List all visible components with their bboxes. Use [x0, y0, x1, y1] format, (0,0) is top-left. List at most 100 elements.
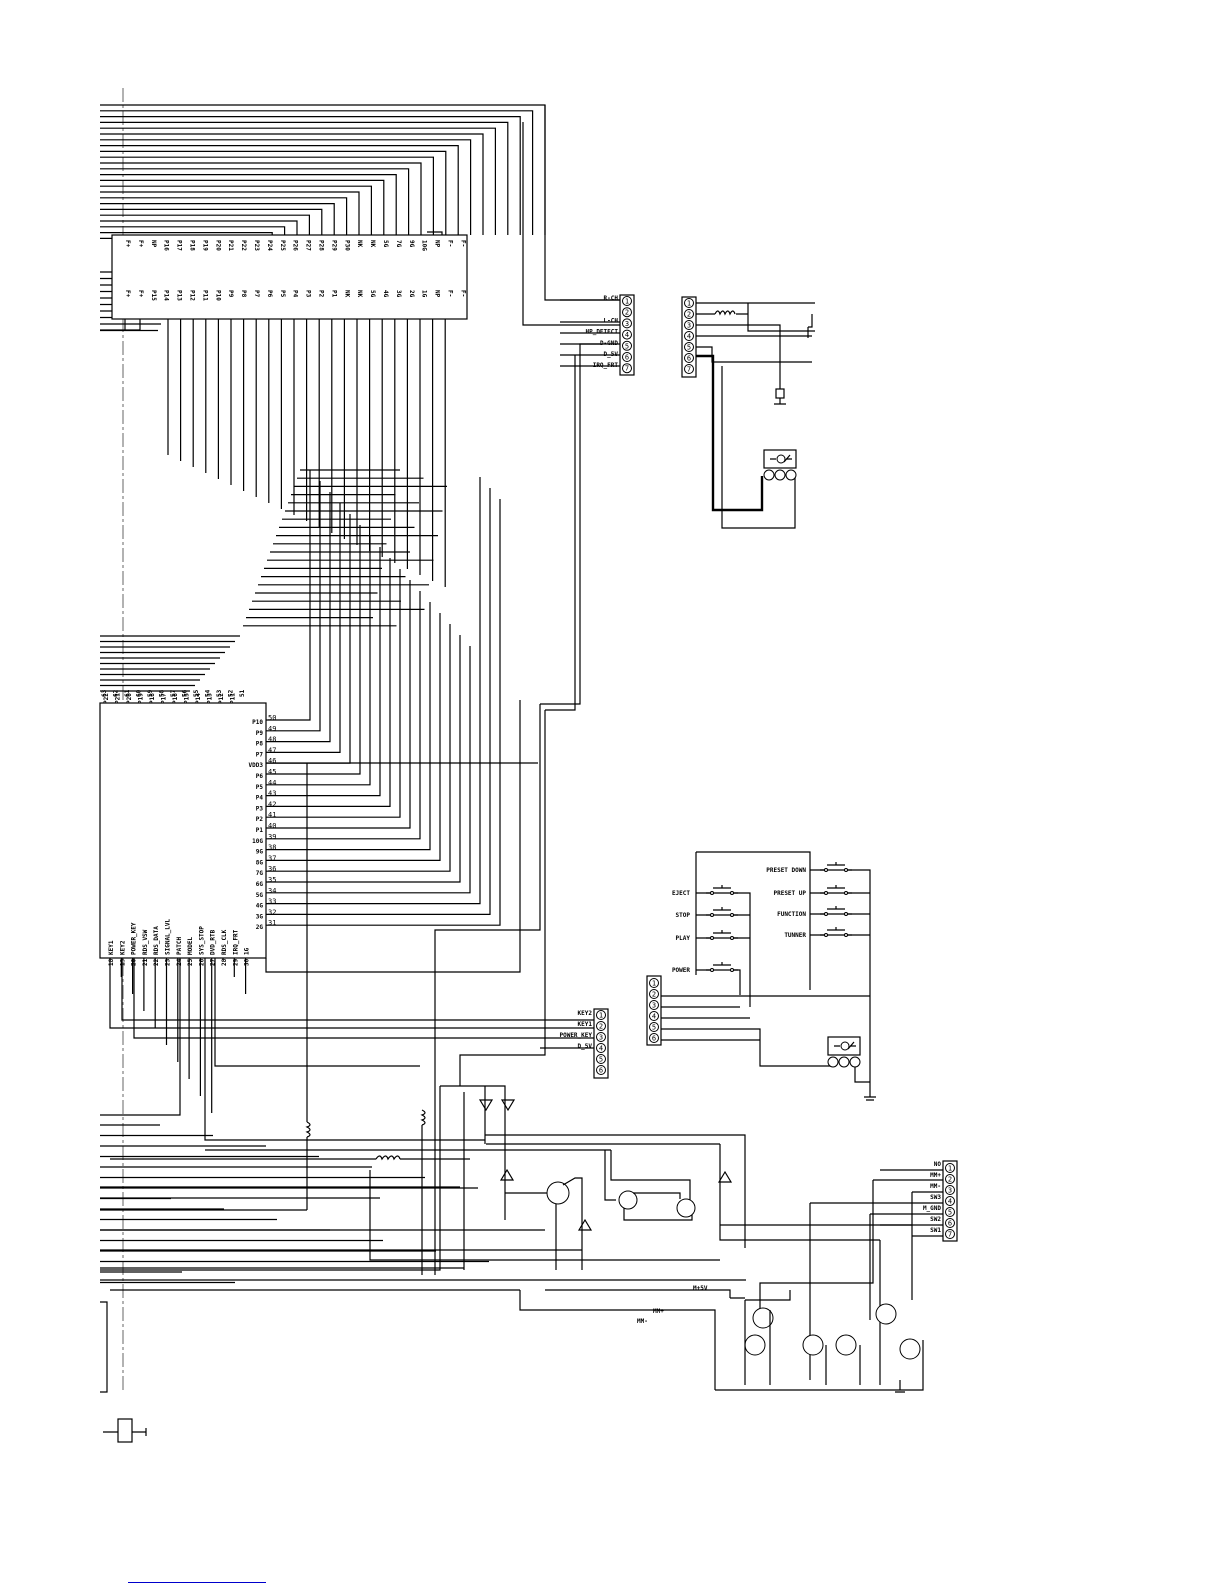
mcu-right-pin-label: 6G [256, 881, 264, 888]
pin-number: 4 [625, 331, 629, 339]
top-connector-pin-label: P2 [318, 290, 325, 298]
pin-number: 2 [948, 1176, 952, 1184]
mcu-right-pin-label: P9 [256, 730, 264, 737]
switch-contact [824, 933, 828, 937]
mcu-top-pin-number: 56 [182, 689, 189, 697]
mcu-bottom-pin-label: RDS_CLK [221, 929, 228, 955]
mcu-bottom-pin-number: 22 [153, 958, 160, 966]
top-connector-pin-label: 3G [395, 290, 402, 298]
inductor-symbol [305, 763, 311, 1210]
mcu-right-pins: P10P9P8P7VDD3P6P5P4P3P2P110G9G8G7G6G5G4G… [249, 714, 277, 931]
pin-circle [684, 364, 694, 374]
switch-contact [844, 933, 848, 937]
pin-number: 7 [625, 365, 629, 373]
mcu-bottom-pin-label: IRQ_FRT [232, 929, 239, 955]
pin-number: 3 [687, 322, 691, 330]
motor-connector-label: SW1 [930, 1227, 941, 1234]
top-connector-pin-label: P3 [305, 290, 312, 298]
mcu-bottom-pin-number: 23 [165, 958, 172, 966]
switch-contact [844, 868, 848, 872]
mcu-top-pin-number: 63 [101, 689, 108, 697]
pin-number: 3 [652, 1002, 656, 1010]
pin-circle [945, 1207, 955, 1217]
mcu-bottom-pin-number: 21 [142, 958, 149, 966]
power-section [110, 763, 912, 1275]
net-label-mmminus: MM- [637, 1318, 648, 1325]
mcu-right-pin-number: 34 [268, 887, 276, 895]
mcu-top-pin-label: P19 [138, 693, 145, 704]
mcu-right-pin-label: P1 [256, 827, 264, 834]
top-connector-pin-label: 4G [382, 290, 389, 298]
left-bracket [100, 1301, 108, 1393]
mcu-top-pin-label: P18 [149, 693, 156, 704]
motor-connector-label: SW3 [930, 1194, 941, 1201]
top-connector-pin-label: 9G [408, 240, 415, 248]
mcu-bottom-pin-number: 26 [198, 958, 205, 966]
key-connector-label: KEY2 [578, 1010, 593, 1017]
pin-circle [596, 1032, 606, 1042]
switch-contact [824, 868, 828, 872]
mcu-right-pin-number: 49 [268, 725, 276, 733]
net-label-m5v: M+5V [693, 1285, 708, 1292]
pin-circle [622, 363, 632, 374]
mcu-right-pin-label: P4 [256, 795, 264, 802]
mcu-bottom-pin-label: 1G [244, 947, 251, 955]
pin-circle [622, 296, 632, 306]
top-connector-pin-label: P5 [279, 290, 286, 298]
top-connector-pin-label: 10G [421, 240, 428, 251]
top-connector-pin-label: P7 [253, 290, 260, 298]
pin-number: 4 [652, 1013, 656, 1021]
motor-connector-label: NO [934, 1161, 942, 1168]
top-connector-pin-label: 2G [408, 290, 415, 298]
pin-circle [649, 1011, 659, 1021]
mcu-right-pin-number: 41 [268, 811, 276, 819]
pin-circle [684, 298, 694, 308]
switch-label: PLAY [676, 935, 691, 942]
key-connector-label: KEY1 [578, 1021, 593, 1028]
mcu-bottom-pin-number: 24 [176, 958, 183, 966]
pin-number: 4 [948, 1198, 952, 1206]
bottom-bus-wires [100, 700, 746, 1284]
pin-number: 4 [687, 333, 691, 341]
pin-number: 2 [599, 1023, 603, 1031]
top-connector-pin-label: 7G [395, 240, 402, 248]
top-connector-pin-label: NP [434, 290, 441, 298]
pin-circle [945, 1163, 955, 1173]
pin-circle [945, 1229, 955, 1239]
top-connector-pin-label: P21 [227, 240, 234, 251]
pin-number: 6 [599, 1067, 603, 1075]
mcu-right-pin-number: 47 [268, 746, 276, 754]
pin-circle [596, 1021, 606, 1031]
pin-circle [622, 307, 632, 318]
mcu-right-pin-number: 42 [268, 800, 276, 808]
switch-label: EJECT [672, 890, 690, 897]
top-connector-pin-label: P26 [292, 240, 299, 251]
pin-number: 2 [652, 991, 656, 999]
mcu-top-pin-number: 53 [216, 689, 223, 697]
motor-connector-label: MM- [930, 1183, 941, 1190]
mcu-bottom-pin-label: DVD_RTB [210, 929, 217, 955]
top-connector-pin-label: P22 [240, 240, 247, 251]
switch-contact [710, 891, 714, 895]
switch-label: PRESET UP [773, 890, 806, 897]
mcu-right-pin-number: 32 [268, 908, 276, 916]
pin-circle [622, 340, 632, 351]
mcu-top-pin-label: P16 [172, 693, 179, 704]
mcu-right-pin-number: 43 [268, 790, 276, 798]
mcu-right-pin-label: 3G [256, 913, 264, 920]
pin-number: 5 [625, 342, 629, 350]
switch-contact [824, 912, 828, 916]
mcu-bottom-pin-label: RDS_VSW [142, 929, 149, 955]
mcu-right-pin-label: 8G [256, 859, 264, 866]
top-connector-pin-label: F- [459, 240, 466, 247]
top-connector-pin-label: NK [343, 290, 350, 298]
top-connector-pin-label: P23 [253, 240, 260, 251]
mcu-top-pin-number: 59 [147, 689, 154, 697]
mcu-bottom-pin-number: 29 [232, 958, 239, 966]
audio-connector-label: D-GND [600, 340, 618, 347]
top-connector-pin-label: P11 [201, 290, 208, 301]
